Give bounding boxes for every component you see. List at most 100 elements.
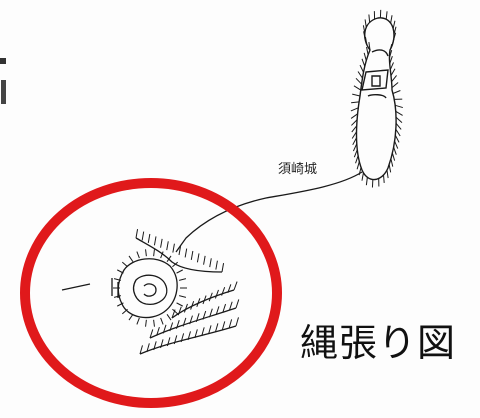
hachure-mark bbox=[177, 306, 182, 316]
hachure-mark bbox=[196, 298, 201, 307]
hachure-mark bbox=[153, 236, 157, 246]
hachure-mark bbox=[189, 315, 193, 325]
hachure-mark bbox=[389, 56, 393, 64]
hachure-mark bbox=[183, 303, 188, 313]
hachure-mark bbox=[209, 308, 213, 318]
detail-castle-plan bbox=[61, 237, 237, 355]
hachure-mark bbox=[173, 335, 178, 345]
hachure-mark bbox=[166, 255, 172, 262]
hachure-mark bbox=[113, 278, 121, 281]
hachure-mark bbox=[389, 43, 393, 52]
hachure-mark bbox=[233, 281, 238, 291]
hachure-mark bbox=[359, 64, 364, 73]
hachure-mark bbox=[391, 38, 395, 47]
hachure-mark bbox=[392, 90, 401, 94]
hachure-mark bbox=[228, 319, 233, 329]
hachure-mark bbox=[352, 143, 358, 152]
hachure-mark bbox=[179, 278, 187, 281]
hachure-mark bbox=[166, 314, 172, 321]
hachure-mark bbox=[235, 299, 240, 309]
hachure-mark bbox=[145, 249, 147, 257]
hachure-mark bbox=[395, 116, 403, 124]
hachure-mark bbox=[178, 246, 182, 256]
hachure-mark bbox=[201, 327, 205, 337]
hachure-mark bbox=[169, 322, 174, 332]
hachure-mark bbox=[184, 248, 188, 258]
hachure-mark bbox=[364, 19, 367, 28]
highlight-circle bbox=[20, 178, 282, 408]
hachure-mark bbox=[156, 326, 160, 336]
hachure-mark bbox=[121, 308, 128, 315]
hachure-mark bbox=[141, 231, 145, 241]
hachure-mark bbox=[361, 58, 366, 67]
hachure-mark bbox=[351, 101, 360, 104]
ridge-slope-hachures bbox=[350, 9, 403, 188]
hachure-mark bbox=[389, 62, 394, 70]
hachure-mark bbox=[350, 113, 358, 119]
hachure-mark bbox=[146, 343, 150, 353]
hachure-mark bbox=[221, 321, 226, 331]
hachure-mark bbox=[214, 289, 219, 299]
hachure-mark bbox=[153, 249, 155, 257]
hachure-mark bbox=[182, 317, 187, 327]
hachure-mark bbox=[208, 292, 213, 302]
hachure-mark bbox=[388, 164, 392, 173]
hachure-mark bbox=[117, 269, 124, 274]
hachure-mark bbox=[135, 229, 139, 239]
hachure-mark bbox=[172, 261, 179, 268]
hachure-mark bbox=[180, 333, 185, 343]
hachure-mark bbox=[393, 26, 397, 35]
hachure-mark bbox=[145, 319, 147, 327]
hachure-mark bbox=[176, 302, 183, 307]
castle-name-label: 須崎城 bbox=[278, 162, 318, 177]
hachure-mark bbox=[136, 251, 140, 259]
hachure-mark bbox=[160, 251, 164, 259]
hachure-mark bbox=[235, 317, 239, 327]
hachure-mark bbox=[175, 320, 180, 329]
hachure-mark bbox=[215, 260, 218, 270]
hachure-mark bbox=[385, 11, 388, 20]
hachure-mark bbox=[160, 238, 163, 248]
hachure-mark bbox=[139, 345, 143, 355]
hachure-mark bbox=[391, 152, 396, 161]
hachure-mark bbox=[128, 314, 134, 321]
hachure-mark bbox=[394, 140, 399, 149]
hachure-mark bbox=[393, 146, 397, 155]
hachure-mark bbox=[179, 295, 187, 298]
hachure-mark bbox=[395, 104, 403, 109]
hachure-mark bbox=[363, 31, 366, 40]
hachure-mark bbox=[128, 255, 134, 262]
leader-line bbox=[175, 171, 363, 253]
hachure-mark bbox=[364, 36, 368, 45]
hachure-mark bbox=[203, 255, 206, 265]
hachure-mark bbox=[160, 317, 164, 325]
hachure-mark bbox=[355, 77, 362, 85]
hachure-mark bbox=[136, 317, 140, 325]
hachure-mark bbox=[172, 243, 175, 253]
hachure-mark bbox=[117, 302, 124, 307]
hachure-mark bbox=[149, 329, 154, 339]
hachure-mark bbox=[392, 20, 396, 29]
hachure-mark bbox=[357, 71, 363, 79]
diagram-caption: 縄張り図 bbox=[300, 321, 457, 365]
hachure-mark bbox=[208, 325, 212, 335]
hachure-mark bbox=[351, 131, 357, 139]
hachure-mark bbox=[153, 319, 155, 327]
hachure-mark bbox=[195, 313, 200, 323]
hachure-mark bbox=[214, 323, 219, 333]
hachure-mark bbox=[209, 258, 212, 268]
hachure-mark bbox=[147, 233, 151, 243]
hachure-mark bbox=[361, 172, 364, 181]
hachure-mark bbox=[227, 284, 232, 293]
hachure-mark bbox=[363, 52, 367, 61]
hachure-mark bbox=[113, 295, 121, 298]
hachure-mark bbox=[395, 122, 402, 130]
hachure-mark bbox=[352, 137, 357, 146]
detail-slope-hachures bbox=[113, 229, 240, 355]
hachure-mark bbox=[390, 15, 393, 24]
hachure-mark bbox=[391, 82, 399, 89]
hachure-mark bbox=[202, 310, 207, 320]
hachure-mark bbox=[187, 331, 191, 341]
hachure-mark bbox=[352, 93, 361, 97]
hachure-mark bbox=[162, 324, 167, 334]
